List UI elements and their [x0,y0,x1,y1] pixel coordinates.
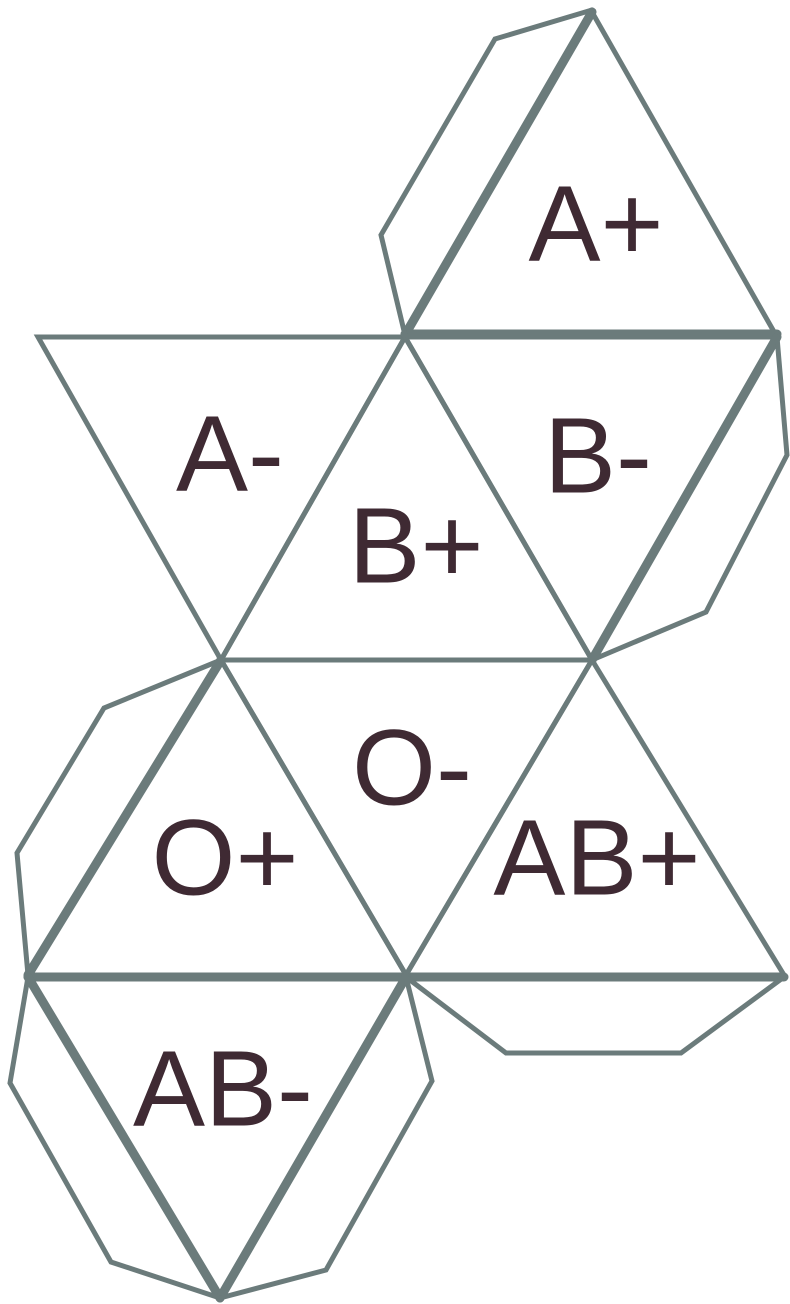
net-edges [7,6,790,1303]
face-label-o-minus: O- [352,707,472,828]
glue-tab-a-plus [378,7,595,338]
face-label-ab-minus: AB- [133,1028,313,1149]
fold-edge-a-plus-left [400,7,597,340]
glue-tab-ab-minus-right [217,974,435,1301]
face-label-a-plus: A+ [528,163,663,284]
face-label-b-plus: B+ [348,485,483,606]
glue-tab-b-minus [589,334,790,663]
glue-tab-o-plus [14,657,224,978]
glue-tab-ab-minus-left [7,974,223,1301]
face-label-o-plus: O+ [151,797,298,918]
fold-edge-ab-minus-right [215,972,411,1303]
face-label-a-minus: A- [176,393,284,514]
fold-edge-b-minus-right [587,332,782,665]
face-label-b-minus: B- [544,395,652,516]
face-labels: A+ A- B+ B- O- O+ AB+ AB- [133,163,701,1149]
fold-edge-ab-minus-left [23,972,225,1303]
glue-tab-ab-plus [403,974,787,1056]
face-label-ab-plus: AB+ [493,797,700,918]
fold-edge-o-plus-left [23,655,226,980]
